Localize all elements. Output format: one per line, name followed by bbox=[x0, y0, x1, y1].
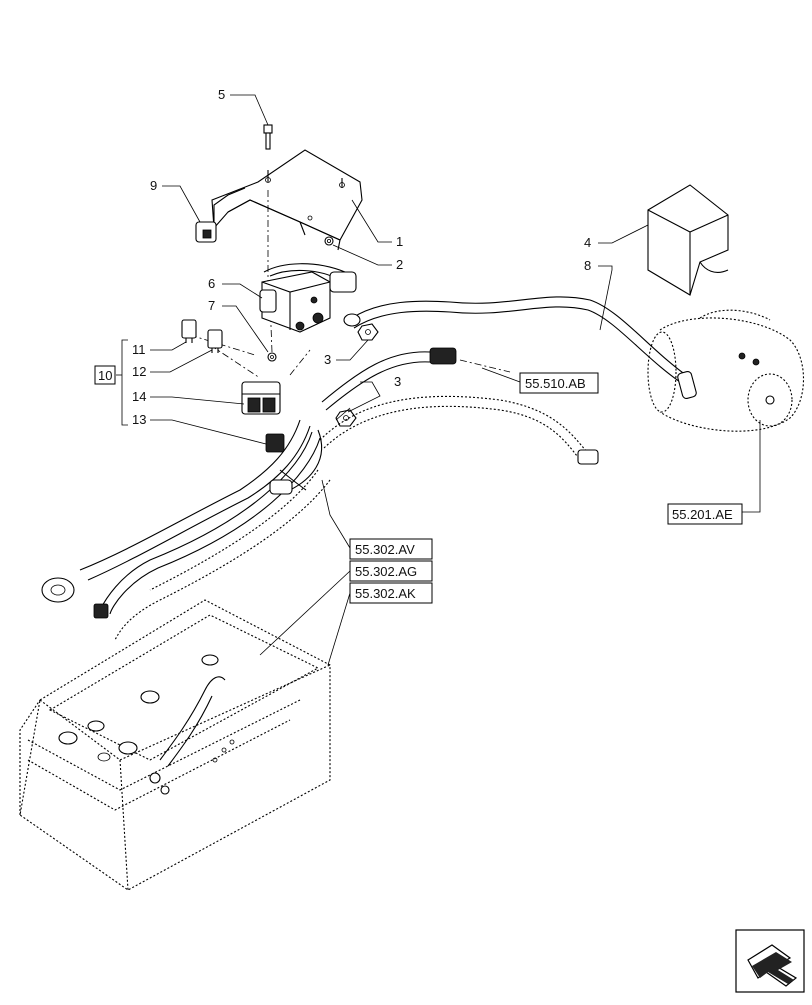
group-bracket-10 bbox=[116, 339, 128, 426]
svg-text:55.302.AG[interactable]: 55.302.AG bbox=[355, 564, 417, 579]
clip bbox=[195, 221, 217, 243]
callout-11: 11 bbox=[132, 342, 146, 357]
nut bbox=[324, 236, 334, 246]
washer bbox=[267, 352, 277, 362]
svg-text:55.302.AV[interactable]: 55.302.AV bbox=[355, 542, 415, 557]
connector-housing bbox=[241, 381, 281, 415]
battery-box bbox=[19, 599, 331, 891]
callout-10-box bbox=[94, 365, 116, 385]
terminal-11 bbox=[181, 319, 197, 343]
reference-55-302-ak[interactable]: 55.302.AK bbox=[349, 582, 433, 604]
callout-13: 13 bbox=[132, 412, 146, 427]
callout-6: 6 bbox=[208, 276, 215, 291]
callout-7: 7 bbox=[208, 298, 215, 313]
starter-motor bbox=[647, 309, 805, 432]
callout-8: 8 bbox=[584, 258, 591, 273]
reference-55-302-av[interactable]: 55.302.AV bbox=[349, 538, 433, 560]
callout-12: 12 bbox=[132, 364, 146, 379]
callout-numbers: 5 9 1 2 6 7 3 3 4 8 11 12 14 13 10 bbox=[94, 87, 591, 427]
callout-3-lower: 3 bbox=[394, 374, 401, 389]
reference-55-201-ae[interactable]: 55.201.AE bbox=[667, 503, 743, 525]
battery-relay bbox=[259, 263, 357, 333]
callout-4: 4 bbox=[584, 235, 591, 250]
terminal-12 bbox=[207, 329, 223, 353]
terminal-cover bbox=[647, 184, 729, 296]
callout-10: 10 bbox=[98, 368, 112, 383]
svg-text:55.302.AK[interactable]: 55.302.AK bbox=[355, 586, 416, 601]
callout-5: 5 bbox=[218, 87, 225, 102]
connector-13 bbox=[265, 433, 285, 453]
leader-lines bbox=[150, 94, 761, 666]
mounting-bracket bbox=[211, 149, 363, 251]
reference-55-510-ab[interactable]: 55.510.AB bbox=[519, 372, 599, 394]
svg-text:55.201.AE[interactable]: 55.201.AE bbox=[672, 507, 733, 522]
next-page-arrow-icon[interactable] bbox=[735, 929, 805, 993]
bolt bbox=[263, 124, 273, 150]
callout-2: 2 bbox=[396, 257, 403, 272]
callout-14: 14 bbox=[132, 389, 146, 404]
nut-upper bbox=[357, 323, 379, 341]
svg-text:55.510.AB[interactable]: 55.510.AB bbox=[525, 376, 586, 391]
cable-harness bbox=[41, 296, 697, 641]
callout-1: 1 bbox=[396, 234, 403, 249]
reference-55-302-ag[interactable]: 55.302.AG bbox=[349, 560, 433, 582]
callout-3-upper: 3 bbox=[324, 352, 331, 367]
callout-9: 9 bbox=[150, 178, 157, 193]
